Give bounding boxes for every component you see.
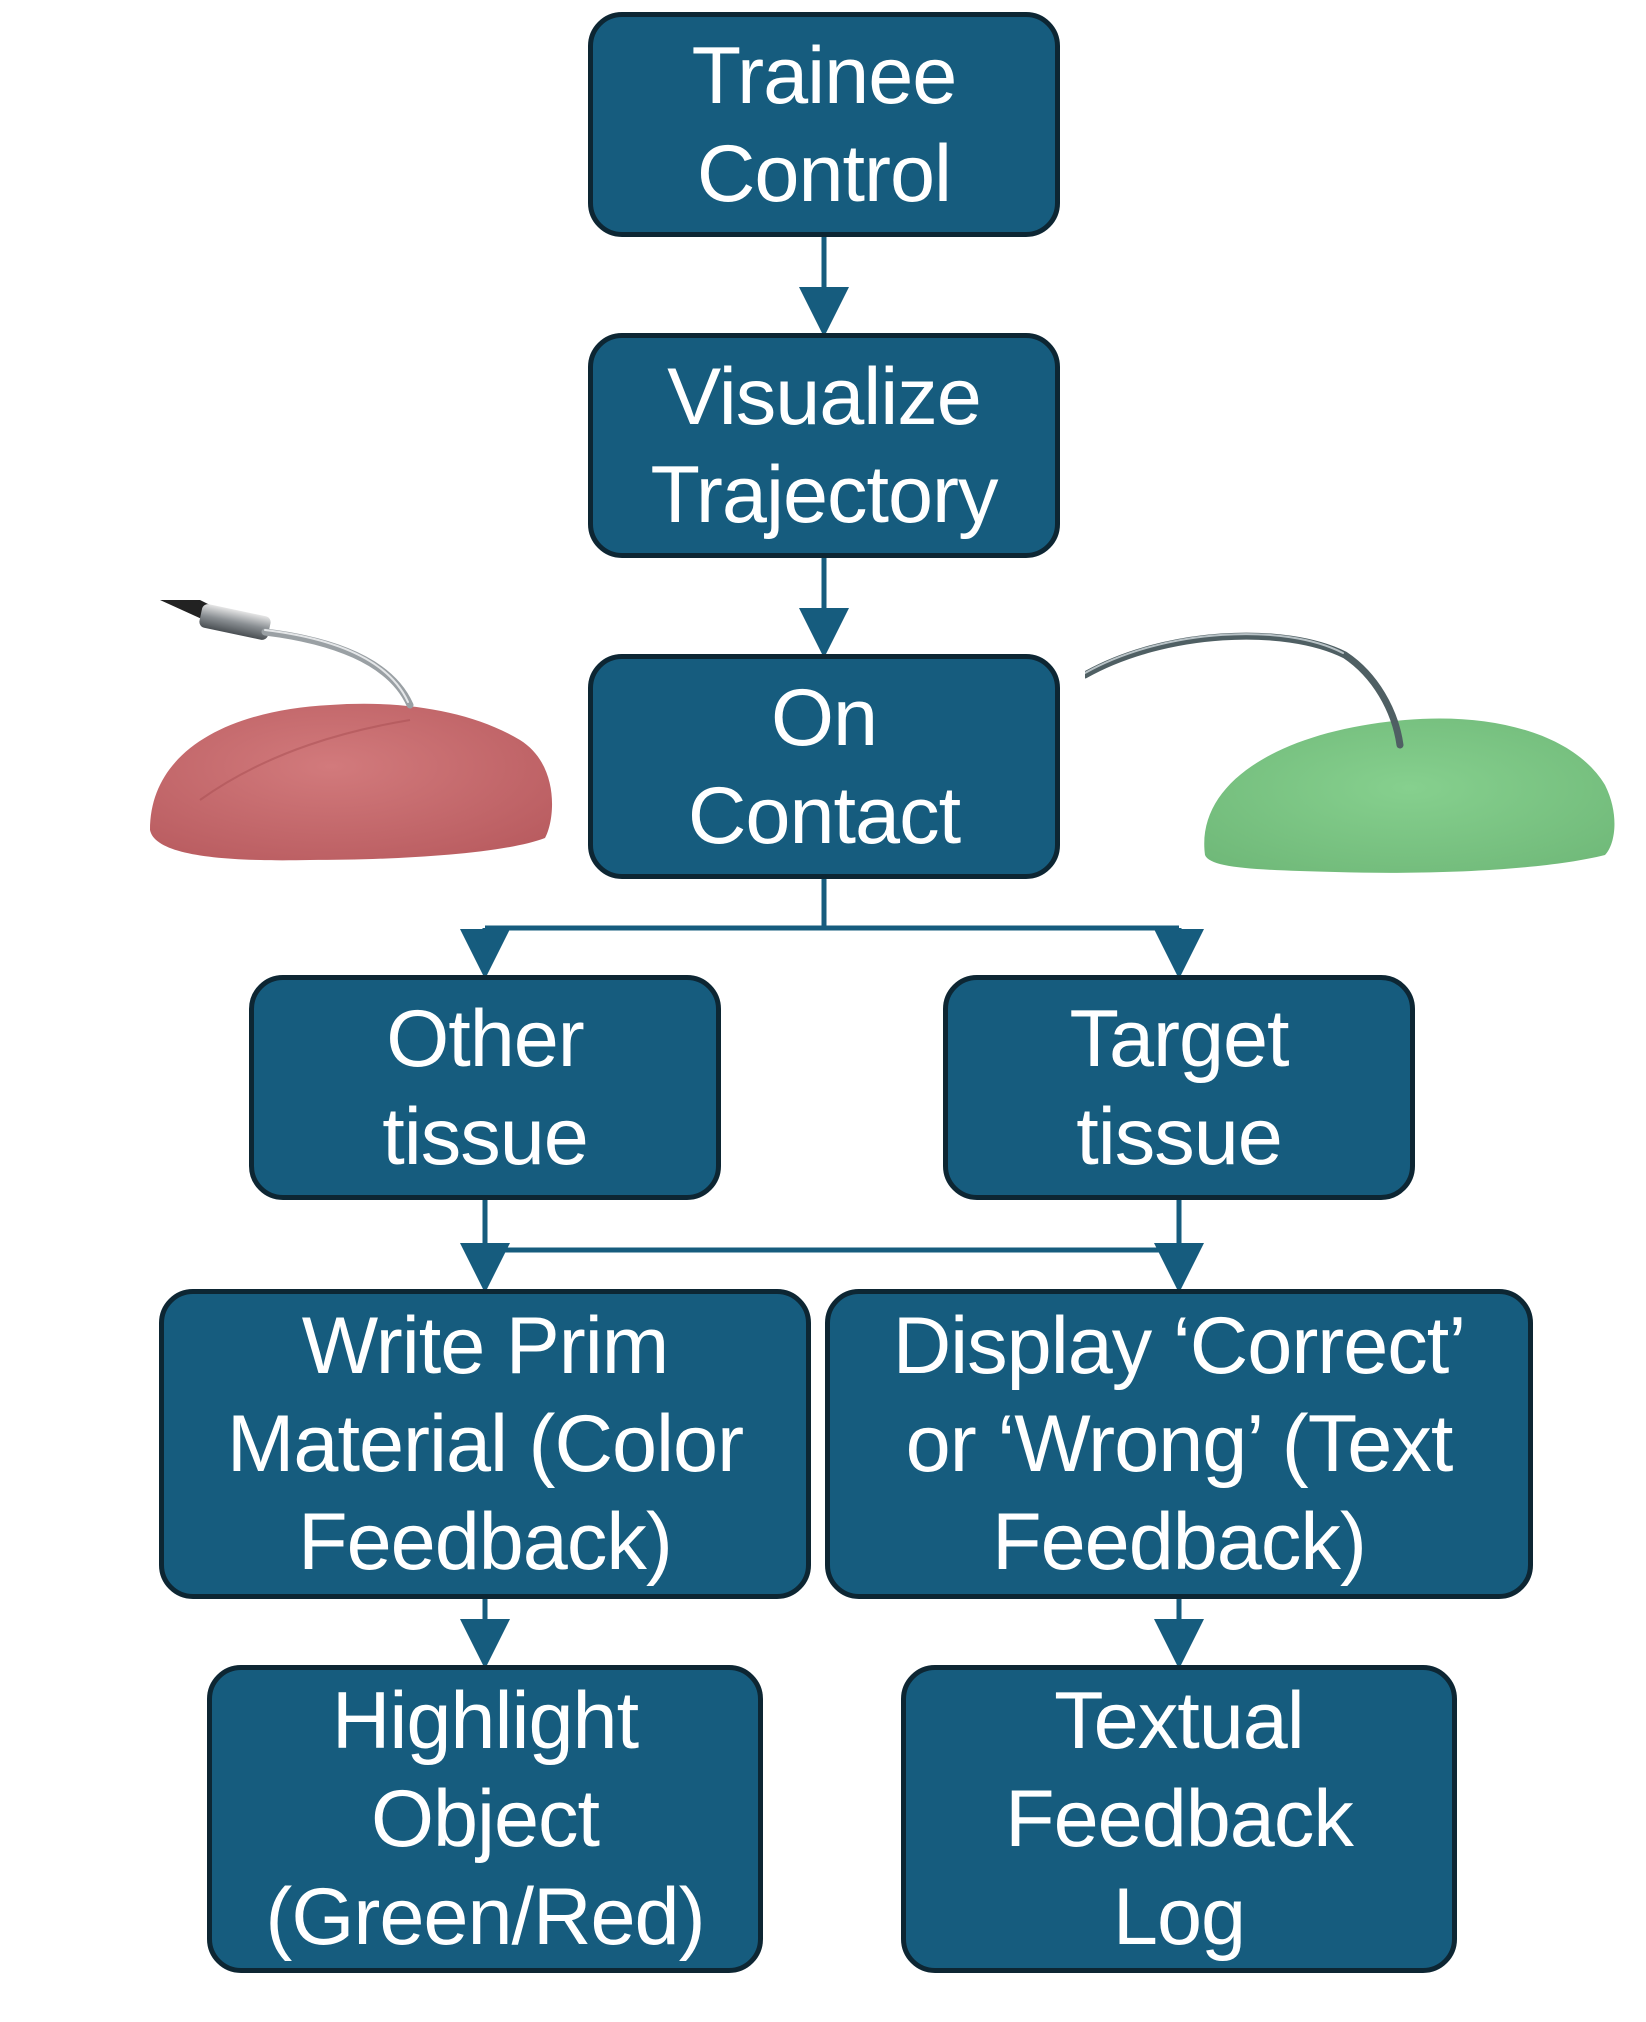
node-trainee-control: Trainee Control xyxy=(588,12,1060,237)
node-trainee-control-label: Trainee Control xyxy=(691,30,958,219)
node-display-correct-wrong-label: Display ‘Correct’ or ‘Wrong’ (Text Feedb… xyxy=(892,1301,1467,1587)
node-target-tissue: Target tissue xyxy=(943,975,1415,1200)
node-display-correct-wrong: Display ‘Correct’ or ‘Wrong’ (Text Feedb… xyxy=(825,1289,1533,1599)
node-target-tissue-label: Target tissue xyxy=(1069,993,1289,1182)
node-other-tissue: Other tissue xyxy=(249,975,721,1200)
node-textual-feedback-log-label: Textual Feedback Log xyxy=(1005,1676,1354,1962)
surgical-needle xyxy=(1085,632,1404,749)
node-textual-feedback-log: Textual Feedback Log xyxy=(901,1665,1457,1973)
node-on-contact-label: On Contact xyxy=(687,672,961,861)
node-visualize-trajectory: Visualize Trajectory xyxy=(588,333,1060,558)
surgical-instrument xyxy=(160,600,414,709)
green-tissue-shape xyxy=(1204,718,1615,873)
tissue-fold xyxy=(199,719,411,801)
node-write-prim-material-label: Write Prim Material (Color Feedback) xyxy=(226,1301,744,1587)
green-tissue-illustration xyxy=(1085,632,1615,873)
node-write-prim-material: Write Prim Material (Color Feedback) xyxy=(159,1289,811,1599)
node-on-contact: On Contact xyxy=(588,654,1060,879)
node-highlight-object: Highlight Object (Green/Red) xyxy=(207,1665,763,1973)
red-tissue-shape xyxy=(150,703,553,861)
red-tissue-illustration xyxy=(150,600,553,861)
node-other-tissue-label: Other tissue xyxy=(382,993,589,1182)
node-highlight-object-label: Highlight Object (Green/Red) xyxy=(265,1676,705,1962)
node-visualize-trajectory-label: Visualize Trajectory xyxy=(650,351,998,540)
